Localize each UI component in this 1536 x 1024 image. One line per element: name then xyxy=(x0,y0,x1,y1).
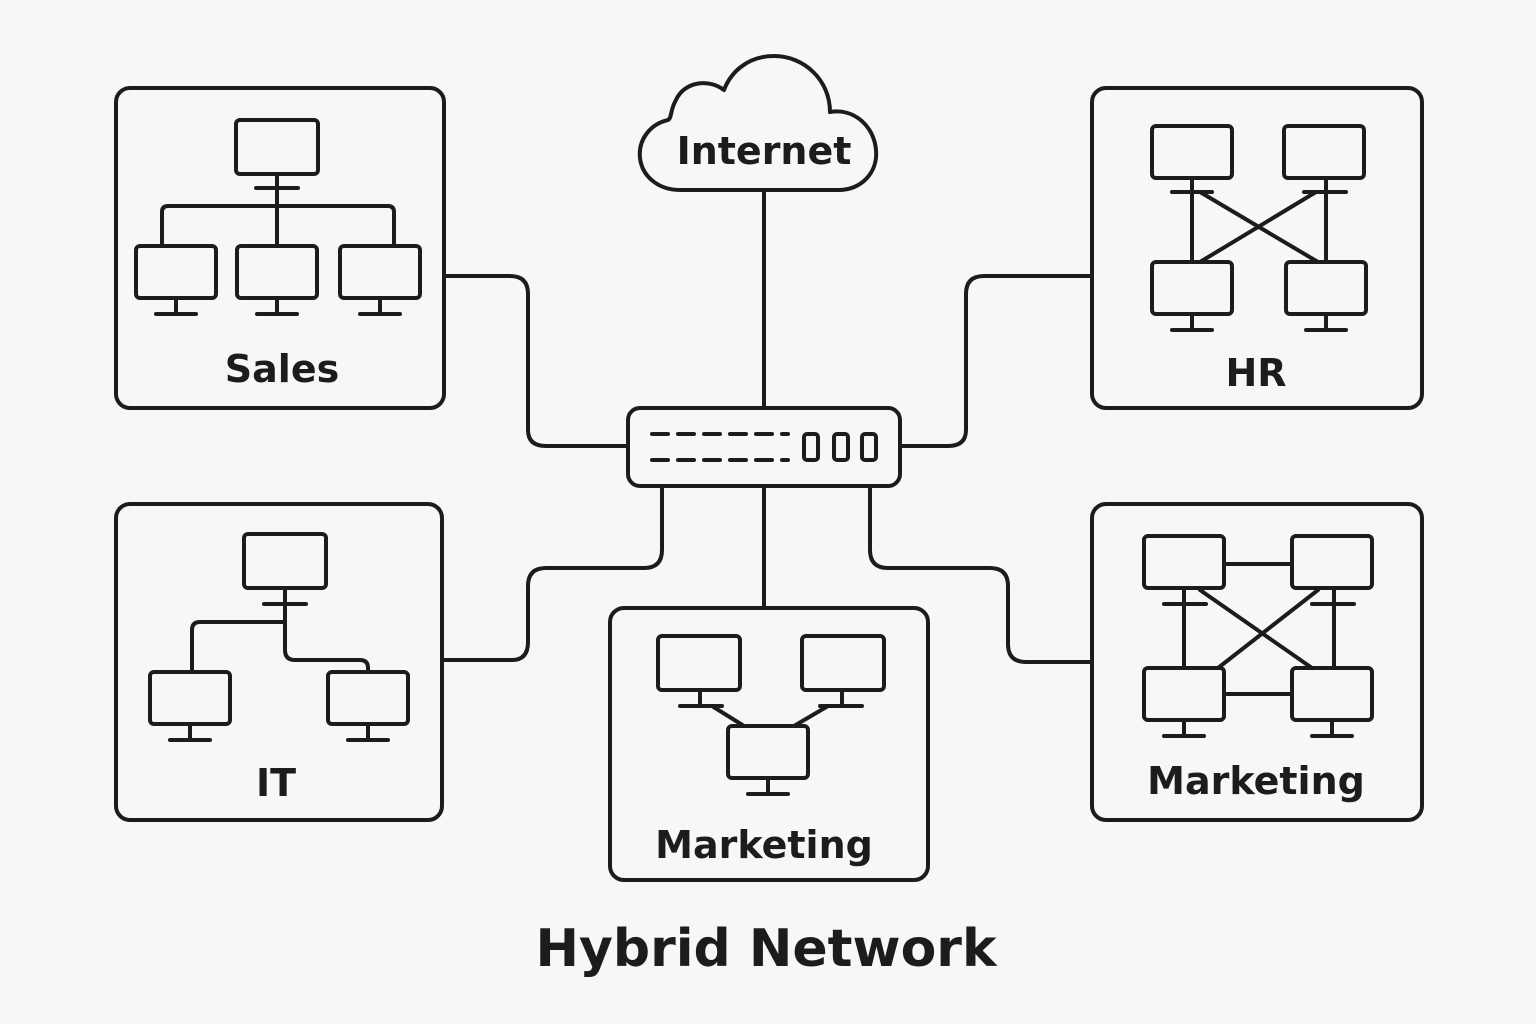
computer-icon xyxy=(1142,534,1226,590)
internet-label: Internet xyxy=(677,129,852,173)
diagram-title: Hybrid Network xyxy=(535,919,997,979)
computer-icon xyxy=(1150,260,1234,332)
marketing-center-label: Marketing xyxy=(655,823,873,867)
computer-icon xyxy=(1284,260,1368,332)
cable-it xyxy=(442,484,664,662)
connection-cables xyxy=(442,190,1094,664)
computer-icon xyxy=(242,532,328,590)
computer-icon xyxy=(148,670,232,742)
department-it: IT xyxy=(114,502,444,822)
internet-cloud: Internet xyxy=(637,54,879,192)
department-marketing-center: Marketing xyxy=(608,606,930,882)
computer-icon xyxy=(134,244,218,316)
department-marketing-right: Marketing xyxy=(1090,502,1424,822)
computer-icon xyxy=(1290,534,1374,590)
department-sales: Sales xyxy=(114,86,446,410)
computer-icon xyxy=(326,670,410,742)
computer-icon xyxy=(726,724,810,796)
sales-label: Sales xyxy=(225,347,339,391)
cable-sales xyxy=(442,274,630,448)
department-hr: HR xyxy=(1090,86,1424,410)
it-label: IT xyxy=(256,761,296,805)
cloud-icon xyxy=(637,54,879,192)
hr-label: HR xyxy=(1225,351,1286,395)
network-switch-icon xyxy=(626,406,902,488)
cable-hr xyxy=(898,274,1094,448)
computer-icon xyxy=(235,244,319,316)
cable-marketing-right xyxy=(868,484,1094,664)
computer-icon xyxy=(234,118,320,176)
computer-icon xyxy=(338,244,422,316)
computer-icon xyxy=(1142,666,1226,738)
computer-icon xyxy=(656,634,742,692)
computer-icon xyxy=(800,634,886,692)
computer-icon xyxy=(1282,124,1366,180)
marketing-right-label: Marketing xyxy=(1147,759,1365,803)
computer-icon xyxy=(1290,666,1374,738)
computer-icon xyxy=(1150,124,1234,180)
